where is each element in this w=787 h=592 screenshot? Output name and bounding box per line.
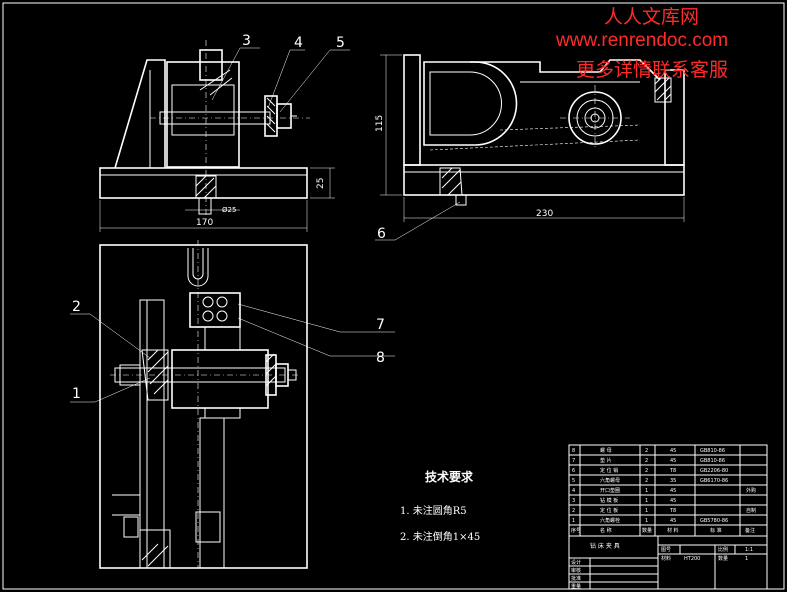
material-value: HT200 bbox=[684, 556, 700, 562]
part-label-4: 4 bbox=[294, 35, 303, 51]
part-qty: 2 bbox=[645, 448, 648, 454]
part-qty: 1 bbox=[645, 498, 648, 504]
part-name: 六角螺母 bbox=[600, 477, 620, 484]
parts-list-table bbox=[568, 444, 768, 590]
parts-header-no: 序号 bbox=[571, 527, 581, 534]
scale-value: 1:1 bbox=[745, 547, 753, 553]
part-qty: 2 bbox=[645, 458, 648, 464]
tech-requirement-1: 1. 未注圆角R5 bbox=[400, 504, 467, 517]
part-standard: GB5780-86 bbox=[700, 518, 728, 524]
watermark-url: www.renrendoc.com bbox=[556, 30, 729, 51]
dim-width-side: 230 bbox=[536, 209, 553, 219]
part-no: 6 bbox=[572, 468, 575, 474]
part-material: 45 bbox=[670, 488, 676, 494]
dim-height-left: 25 bbox=[316, 178, 326, 189]
watermark-site-name: 人人文库网 bbox=[604, 6, 700, 28]
part-standard: GB810-86 bbox=[700, 458, 725, 464]
side-view bbox=[375, 54, 685, 241]
part-label-8: 8 bbox=[376, 350, 385, 366]
part-material: 35 bbox=[670, 478, 676, 484]
part-qty: 1 bbox=[645, 488, 648, 494]
part-name: 钻 模 板 bbox=[600, 497, 618, 504]
mass-label: 重量 bbox=[571, 583, 581, 590]
tech-requirement-2: 2. 未注倒角1×45 bbox=[400, 530, 480, 543]
part-name: 六角螺栓 bbox=[600, 517, 620, 524]
part-material: 45 bbox=[670, 498, 676, 504]
part-name: 开口垫圈 bbox=[600, 487, 620, 494]
count-label: 数量 bbox=[718, 555, 728, 562]
part-qty: 1 bbox=[645, 508, 648, 514]
part-label-7: 7 bbox=[376, 317, 385, 333]
dim-height-side: 115 bbox=[375, 115, 385, 132]
part-note: 自制 bbox=[746, 507, 756, 514]
plan-view bbox=[70, 240, 395, 569]
approver-label: 批准 bbox=[571, 575, 581, 582]
material-label: 材料 bbox=[661, 555, 671, 562]
part-no: 8 bbox=[572, 448, 575, 454]
front-view bbox=[99, 40, 350, 232]
parts-header-standard: 标 准 bbox=[710, 527, 722, 534]
parts-header-note: 备注 bbox=[745, 527, 755, 534]
drawing-name: 钻 床 夹 具 bbox=[590, 542, 620, 550]
dim-bore: Ø25 bbox=[222, 206, 236, 214]
part-label-6: 6 bbox=[377, 226, 386, 242]
parts-header-name: 名 称 bbox=[600, 527, 612, 534]
part-name: 定 位 板 bbox=[600, 507, 618, 514]
part-name: 垫 片 bbox=[600, 457, 612, 464]
part-name: 定 位 销 bbox=[600, 467, 618, 474]
sheet-label: 图号 bbox=[661, 547, 671, 553]
count-value: 1 bbox=[745, 556, 748, 562]
part-no: 7 bbox=[572, 458, 575, 464]
checker-label: 审核 bbox=[571, 567, 581, 574]
tech-requirements-title: 技术要求 bbox=[425, 469, 474, 484]
part-standard: GB810-86 bbox=[700, 448, 725, 454]
part-qty: 1 bbox=[645, 518, 648, 524]
part-no: 5 bbox=[572, 478, 575, 484]
part-name: 螺 母 bbox=[600, 447, 612, 454]
part-material: T8 bbox=[669, 468, 676, 474]
part-label-3: 3 bbox=[242, 33, 251, 49]
dim-width-front: 170 bbox=[196, 218, 213, 228]
part-qty: 2 bbox=[645, 468, 648, 474]
part-material: 45 bbox=[670, 458, 676, 464]
part-material: T8 bbox=[669, 508, 676, 514]
part-label-5: 5 bbox=[336, 35, 345, 51]
part-no: 3 bbox=[572, 498, 575, 504]
parts-header-qty: 数量 bbox=[642, 527, 652, 534]
watermark-contact: 更多详情联系客服 bbox=[576, 59, 729, 81]
part-standard: GB2206-80 bbox=[700, 468, 728, 474]
part-material: 45 bbox=[670, 518, 676, 524]
scale-label: 比例 bbox=[718, 546, 728, 553]
part-note: 外购 bbox=[746, 487, 756, 494]
part-label-1: 1 bbox=[72, 386, 81, 402]
part-no: 4 bbox=[572, 488, 575, 494]
title-block: 钻 床 夹 具 图号 比例 1:1 材料 HT200 数量 1 设计 审核 批准… bbox=[571, 542, 753, 590]
part-no: 2 bbox=[572, 508, 575, 514]
part-label-2: 2 bbox=[72, 299, 81, 315]
designer-label: 设计 bbox=[571, 559, 581, 566]
part-no: 1 bbox=[572, 518, 575, 524]
part-qty: 2 bbox=[645, 478, 648, 484]
part-material: 45 bbox=[670, 448, 676, 454]
parts-header-material: 材 料 bbox=[667, 527, 679, 534]
parts-list-rows: 8 螺 母 2 45 GB810-86 7 垫 片 2 45 GB810-86 … bbox=[571, 447, 756, 534]
part-standard: GB6170-86 bbox=[700, 478, 728, 484]
